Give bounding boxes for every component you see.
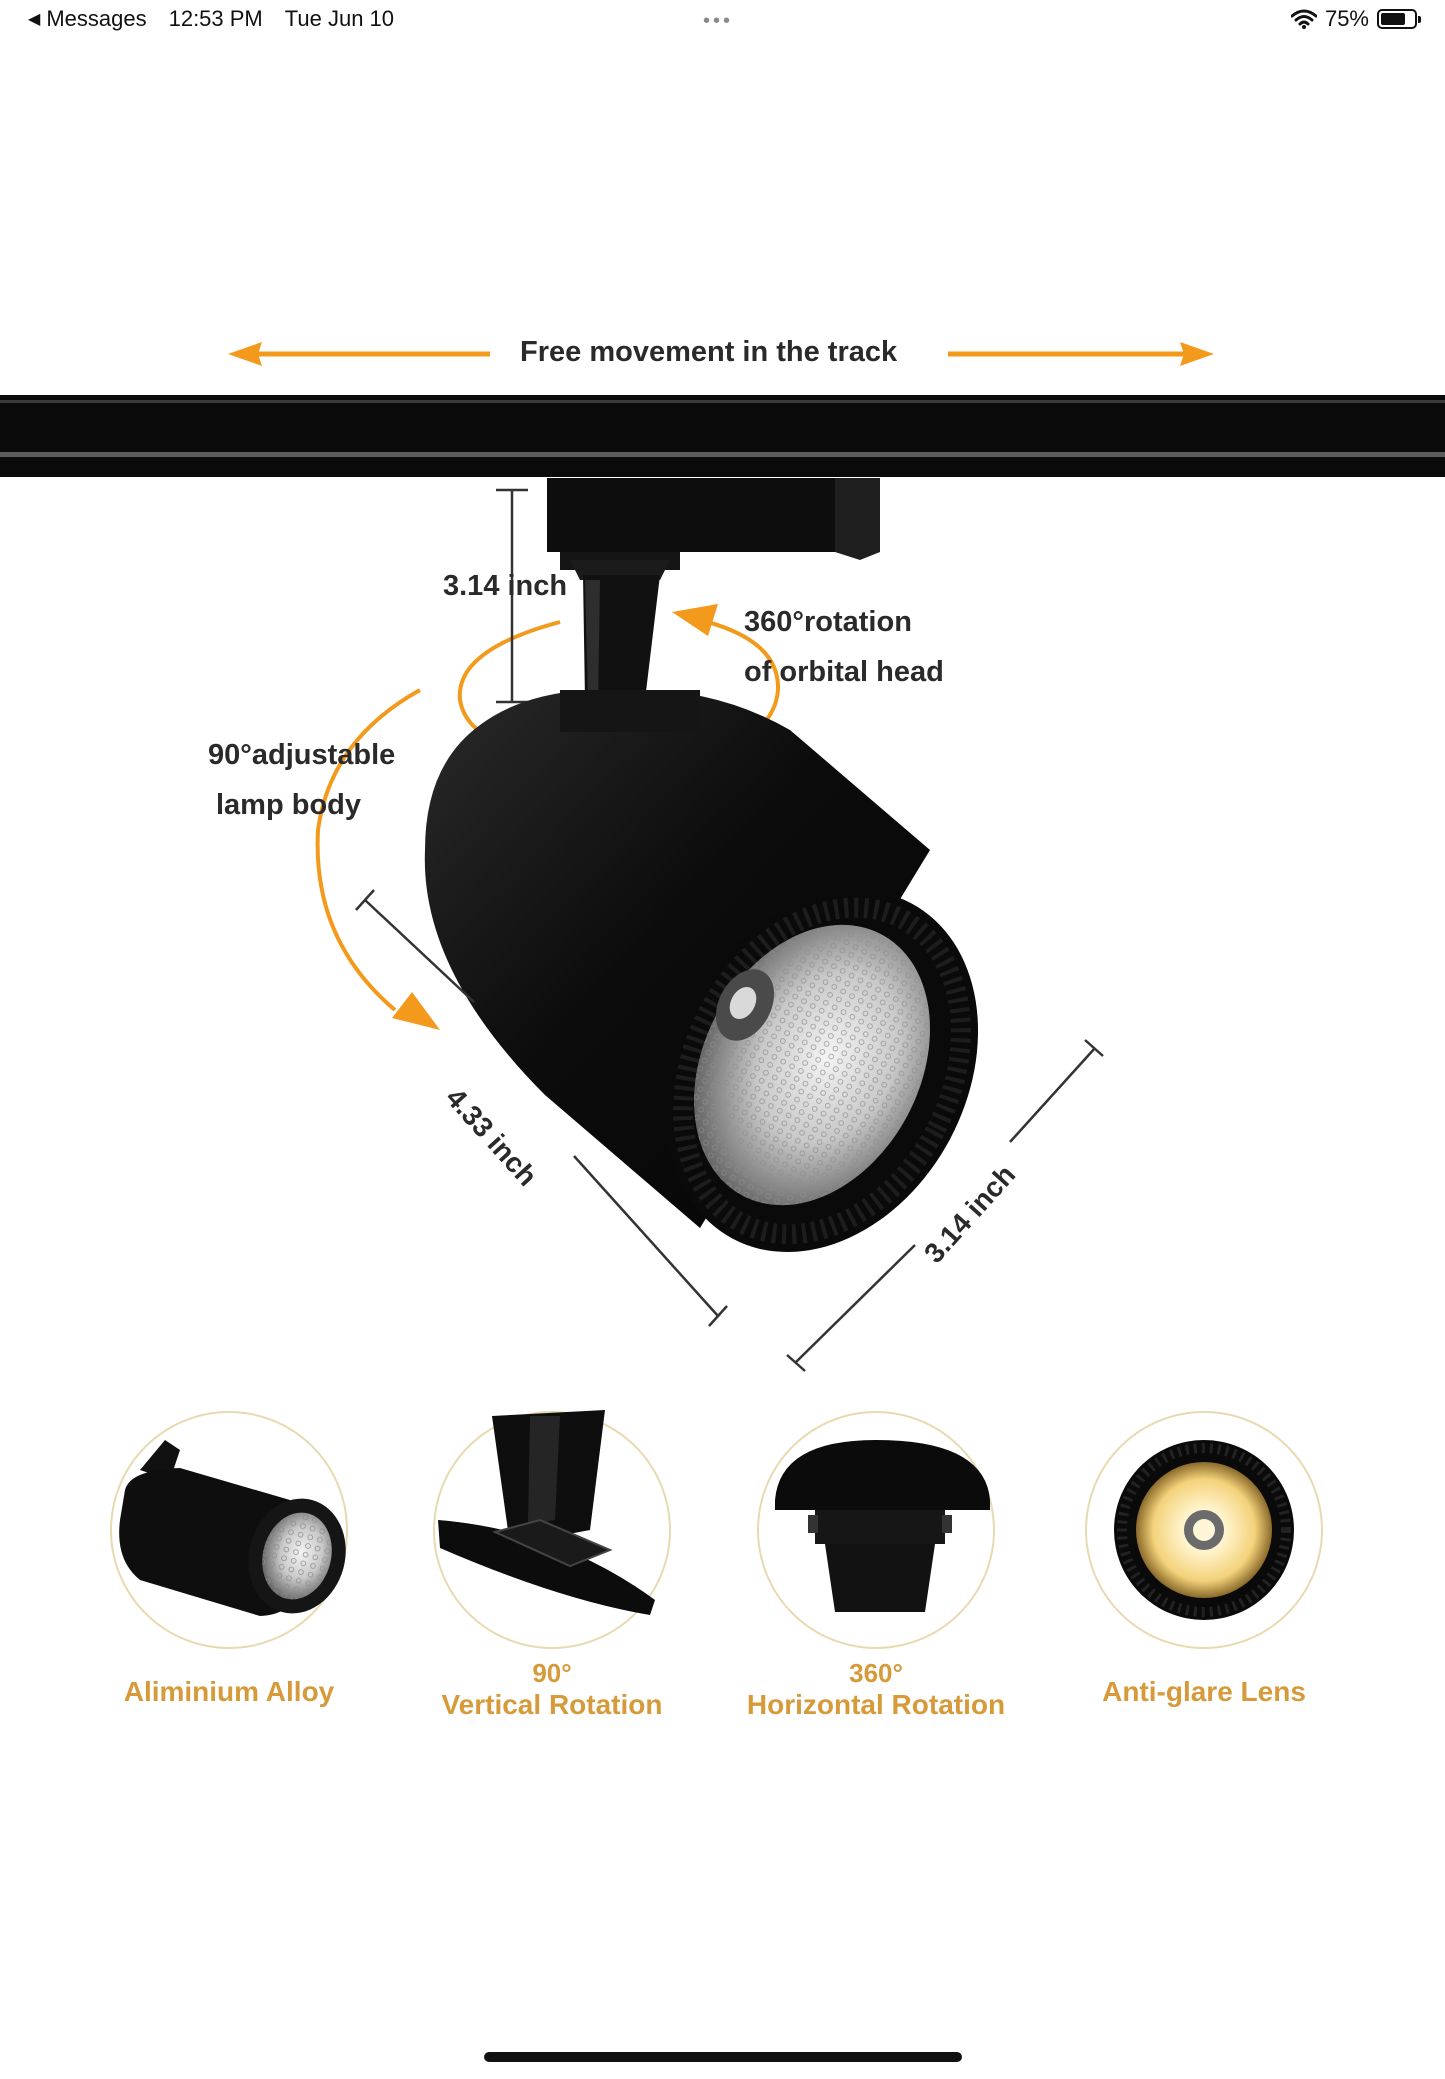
feature-caption-4: Anti-glare Lens [1069, 1676, 1339, 1708]
battery-icon [1377, 9, 1421, 29]
lens-icon [1114, 1440, 1294, 1620]
track-movement-label: Free movement in the track [520, 336, 898, 368]
rotation-label-line2: of orbital head [744, 656, 944, 688]
back-label: Messages [46, 6, 147, 31]
feature-icons [110, 1410, 1323, 1649]
feature-caption-line2: Anti-glare Lens [1102, 1676, 1306, 1707]
feature-caption-3: 360° Horizontal Rotation [726, 1658, 1026, 1721]
back-arrow-icon: ◀ [28, 11, 41, 28]
rotation-arrow-icon [672, 604, 718, 636]
adjust-arc [315, 688, 440, 1030]
feature-caption-line2: Horizontal Rotation [746, 1689, 1006, 1720]
adjust-label-line2: lamp body [216, 789, 362, 821]
feature-caption-line2: Aliminium Alloy [123, 1676, 335, 1707]
multitasking-dots-icon[interactable]: ••• [703, 10, 734, 32]
status-left: ◀ Messages 12:53 PM Tue Jun 10 [28, 6, 394, 32]
rotation-label-line1: 360°rotation [744, 606, 912, 638]
feature-caption-line1: 360° [849, 1658, 903, 1688]
status-right: 75% [1290, 6, 1421, 32]
lamp-body [424, 690, 979, 1253]
track-rail [0, 395, 1445, 477]
length-dimension [355, 889, 728, 1327]
feature-caption-2: 90° Vertical Rotation [417, 1658, 687, 1721]
wifi-icon [1290, 9, 1317, 29]
height-dimension [496, 488, 528, 704]
stem [583, 575, 660, 720]
diameter-dimension [786, 1039, 1104, 1372]
battery-percent: 75% [1324, 6, 1369, 31]
status-bar: ◀ Messages 12:53 PM Tue Jun 10 ••• 75% [0, 0, 1445, 44]
down-arrow-icon [392, 992, 440, 1030]
track-arrows [228, 342, 1214, 366]
adjust-label-line1: 90°adjustable [208, 739, 396, 771]
vertical-rotation-icon [438, 1410, 655, 1615]
height-dimension-label: 3.14 inch [443, 570, 568, 602]
alloy-lamp-icon [119, 1440, 346, 1616]
home-indicator[interactable] [484, 2052, 962, 2062]
track-adapter [547, 478, 880, 580]
feature-caption-line2: Vertical Rotation [441, 1689, 663, 1720]
back-to-messages-button[interactable]: ◀ Messages [28, 6, 147, 32]
left-arrow-icon [228, 342, 262, 366]
right-arrow-icon [1180, 342, 1214, 366]
status-date: Tue Jun 10 [284, 6, 395, 31]
horizontal-rotation-icon [775, 1440, 990, 1612]
feature-caption-line1: 90° [532, 1658, 572, 1688]
feature-caption-1: Aliminium Alloy [94, 1676, 364, 1708]
status-time: 12:53 PM [168, 6, 263, 31]
